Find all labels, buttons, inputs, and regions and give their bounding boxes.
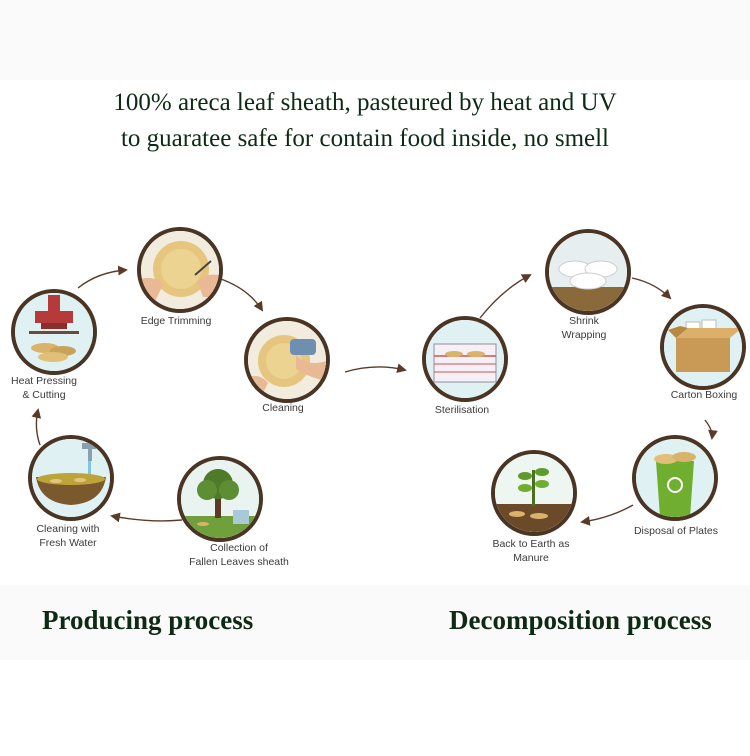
label-sterilisation: Sterilisation: [434, 404, 490, 416]
label-cleaning-water: Cleaning with Fresh Water: [36, 523, 100, 549]
label-cleaning: Cleaning: [262, 402, 304, 414]
decomposition-title: Decomposition process: [449, 605, 712, 635]
label-carton-boxing: Carton Boxing: [670, 389, 738, 401]
label-back-to-earth: Back to Earth as Manure: [492, 538, 570, 564]
headline-line-2: to guaratee safe for contain food inside…: [120, 125, 610, 152]
arrow-carton-to-disposal: [704, 419, 718, 440]
arrow-steril-to-shrink: [479, 274, 532, 319]
water-basin-icon: [32, 439, 110, 517]
headline-line-1: 100% areca leaf sheath, pasteured by hea…: [113, 89, 617, 116]
node-edge-trimming: [137, 227, 223, 313]
node-collection: [177, 456, 263, 542]
label-heat-pressing: Heat Pressing & Cutting: [11, 375, 77, 401]
node-sterilisation: [422, 316, 508, 402]
node-carton-boxing: [660, 304, 746, 390]
producing-title: Producing process: [42, 605, 254, 635]
recycle-bin-icon: [636, 439, 714, 517]
bottom-band: [0, 585, 750, 660]
plate-cleaning-icon: [248, 321, 326, 399]
arrow-collection-to-water: [110, 512, 183, 523]
label-disposal: Disposal of Plates: [633, 525, 719, 537]
node-cleaning: [244, 317, 330, 403]
arrow-shrink-to-carton: [631, 277, 672, 300]
tree-icon: [181, 460, 259, 538]
arrow-edge-to-cleaning: [217, 277, 264, 312]
headline: 100% areca leaf sheath, pasteured by hea…: [0, 85, 730, 157]
press-machine-icon: [15, 293, 93, 371]
label-collection: Collection of Fallen Leaves sheath: [189, 542, 289, 568]
label-edge-trimming: Edge Trimming: [140, 315, 212, 327]
arrow-water-to-heat: [31, 408, 42, 446]
carton-box-icon: [664, 308, 742, 386]
plate-trimming-icon: [141, 231, 219, 309]
sapling-soil-icon: [495, 454, 573, 532]
label-shrink-wrapping: Shrink Wrapping: [561, 315, 607, 341]
arrow-disposal-to-earth: [580, 504, 634, 526]
node-back-to-earth: [491, 450, 577, 536]
wrapped-plates-icon: [549, 233, 627, 311]
node-cleaning-water: [28, 435, 114, 521]
node-disposal: [632, 435, 718, 521]
node-heat-pressing: [11, 289, 97, 375]
top-band: [0, 0, 750, 80]
arrow-cleaning-to-sterilisation: [344, 363, 407, 373]
node-shrink-wrapping: [545, 229, 631, 315]
arrow-heat-to-edge: [77, 265, 128, 289]
sterilisation-chamber-icon: [426, 320, 504, 398]
